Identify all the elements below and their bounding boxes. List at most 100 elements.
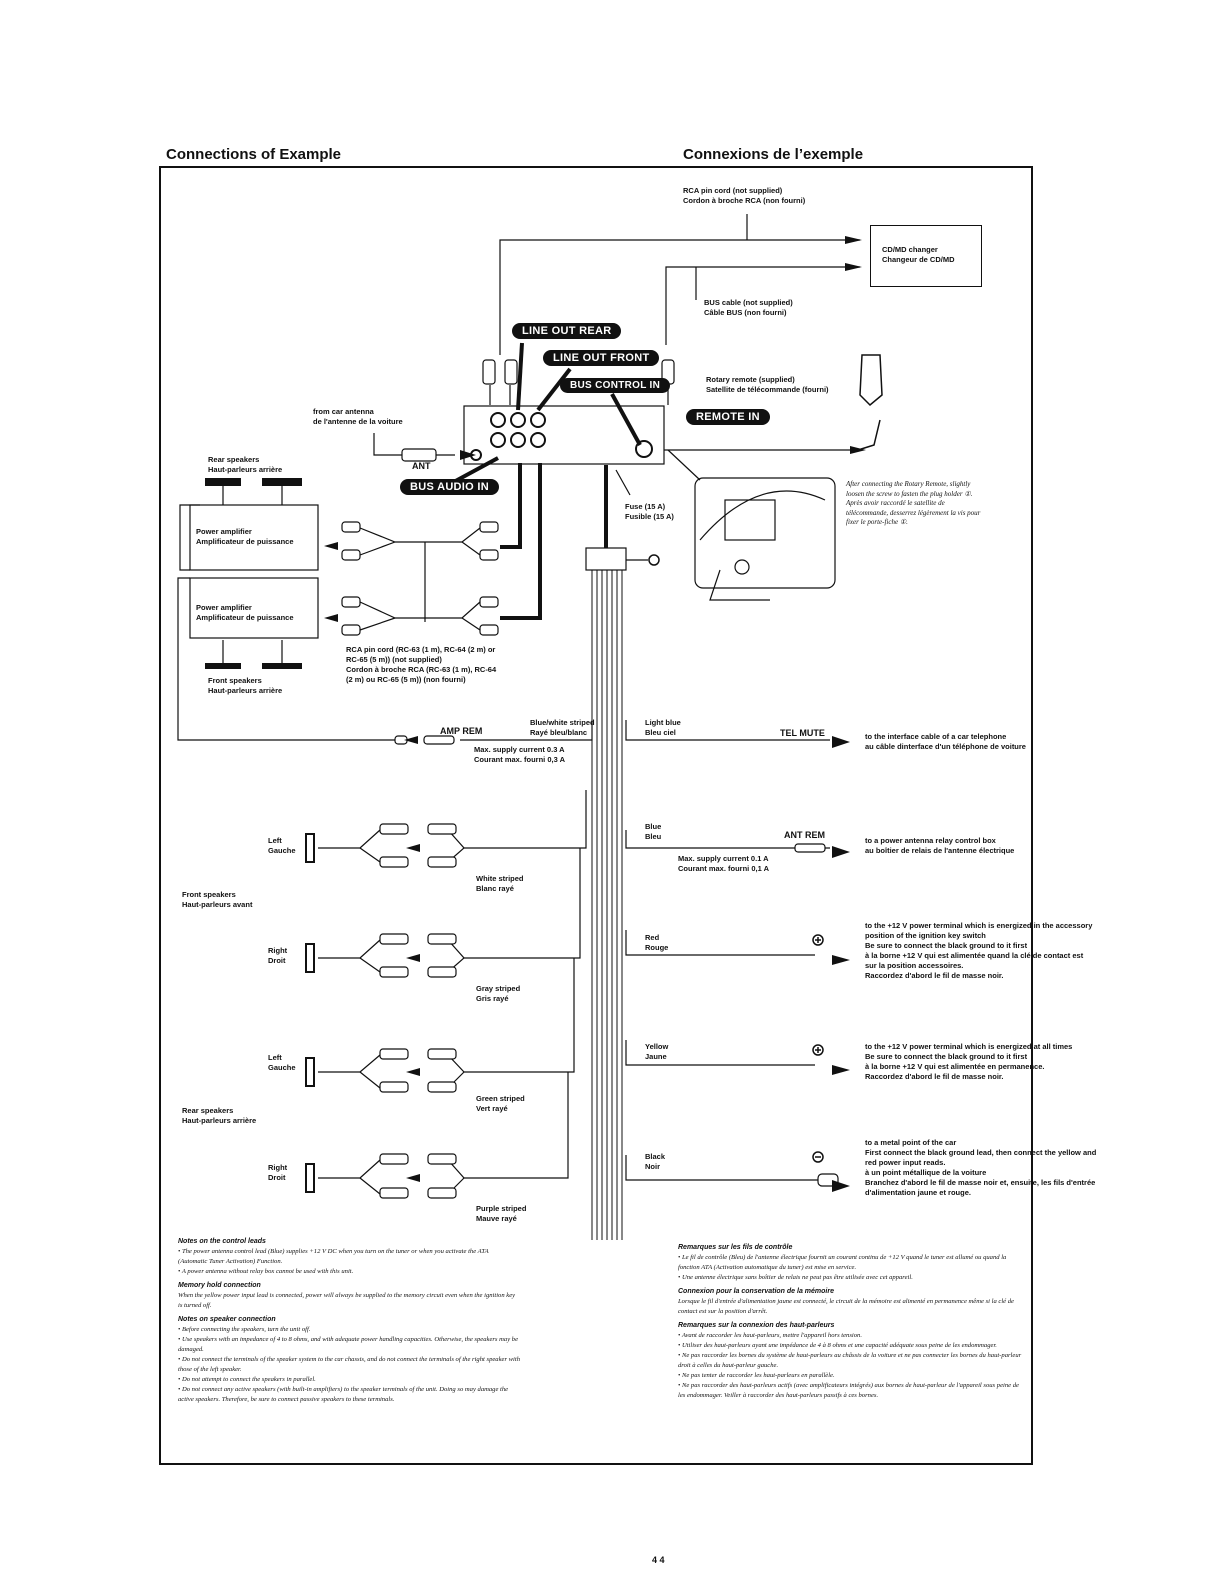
cdmd-changer-box <box>870 225 982 287</box>
gray-striped-en: Gray striped <box>476 984 521 993</box>
antenna-label-fr: de l'antenne de la voiture <box>313 417 403 426</box>
front-left-en: Left <box>268 836 282 845</box>
page-mark: 4 4 <box>652 1555 665 1565</box>
yellow-fr: Jaune <box>645 1052 667 1061</box>
notes-fr-h0: Remarques sur les fils de contrôle <box>678 1244 793 1251</box>
rca-amp-line-4: (2 m) ou RC-65 (5 m)) (non fourni) <box>346 675 466 684</box>
notes-fr-h1: Connexion pour la conservation de la mém… <box>678 1288 834 1295</box>
front-right-fr: Droit <box>268 956 286 965</box>
notes-en-2-2: damaged. <box>178 1346 204 1353</box>
amp-current-en: Max. supply current 0.3 A <box>474 745 565 754</box>
notes-fr-0-2: • Une antenne électrique sans boîtier de… <box>678 1274 913 1281</box>
rear-right-fr: Droit <box>268 1173 286 1182</box>
ant-label: ANT <box>412 461 431 471</box>
notes-fr-0-1: fonction ATA (Activation automatique du … <box>678 1264 857 1271</box>
black-dest-3: red power input reads. <box>865 1158 946 1167</box>
bus-control-in-label: BUS CONTROL IN <box>560 378 671 393</box>
red-dest-6: Raccordez d'abord le fil de masse noir. <box>865 971 1004 980</box>
notes-en-h2: Notes on speaker connection <box>178 1316 276 1323</box>
rotary-note-4: télécommande, desserrez légèrement la vi… <box>846 508 981 517</box>
rear-speakers-top-en: Rear speakers <box>208 455 260 464</box>
notes-en-2-7: active speakers. Therefore, be sure to c… <box>178 1396 395 1403</box>
front-speakers-top-fr: Haut-parleurs arrière <box>208 686 283 695</box>
rear-speakers-en: Rear speakers <box>182 1106 234 1115</box>
notes-fr-2-2: • Ne pas raccorder les bornes du système… <box>678 1352 1022 1359</box>
rotary-note-1: After connecting the Rotary Remote, slig… <box>846 480 971 488</box>
line-out-front-label: LINE OUT FRONT <box>543 350 660 366</box>
black-dest-4: à un point métallique de la voiture <box>865 1168 987 1177</box>
red-dest-1: to the +12 V power terminal which is ene… <box>865 921 1093 930</box>
rca-top-label-en: RCA pin cord (not supplied) <box>683 186 783 195</box>
notes-fr-2-6: les endommager. Veiller à raccorder des … <box>678 1392 879 1399</box>
rear-speakers-top-fr: Haut-parleurs arrière <box>208 465 283 474</box>
rca-amp-line-1: RCA pin cord (RC-63 (1 m), RC-64 (2 m) o… <box>346 645 496 654</box>
antenna-label-en: from car antenna <box>313 407 374 416</box>
notes-fr-2-5: • Ne pas raccorder des haut-parleurs act… <box>678 1382 1019 1389</box>
tel-dest-en: to the interface cable of a car telephon… <box>865 732 1007 741</box>
notes-fr-2-0: • Avant de raccorder les haut-parleurs, … <box>678 1332 862 1339</box>
front-left-fr: Gauche <box>268 846 296 855</box>
yellow-dest-3: à la borne +12 V qui est alimentée en pe… <box>865 1062 1045 1071</box>
heading-fr: Connexions de l’exemple <box>683 146 864 163</box>
notes-en-0-0: • The power antenna control lead (Blue) … <box>178 1248 489 1255</box>
power-amp-2-fr: Amplificateur de puissance <box>196 613 294 622</box>
red-dest-2: position of the ignition key switch <box>865 931 986 940</box>
heading-en: Connections of Example <box>166 146 342 163</box>
rear-left-fr: Gauche <box>268 1063 296 1072</box>
black-dest-1: to a metal point of the car <box>865 1138 957 1147</box>
light-blue-fr: Bleu ciel <box>645 728 676 737</box>
rca-amp-line-2: RC-65 (5 m)) (not supplied) <box>346 655 442 664</box>
notes-en-2-3: • Do not connect the terminals of the sp… <box>178 1356 521 1363</box>
rotary-note-2: loosen the screw to fasten the plug hold… <box>846 489 973 498</box>
red-dest-3: Be sure to connect the black ground to i… <box>865 941 1028 950</box>
green-striped-en: Green striped <box>476 1094 525 1103</box>
red-fr: Rouge <box>645 943 669 952</box>
bus-cable-label-fr: Câble BUS (non fourni) <box>704 308 787 317</box>
fuse-label-fr: Fusible (15 A) <box>625 512 674 521</box>
front-right-en: Right <box>268 946 288 955</box>
bus-audio-in-label: BUS AUDIO IN <box>400 479 499 495</box>
red-en: Red <box>645 933 660 942</box>
fuse-label-en: Fuse (15 A) <box>625 502 666 511</box>
notes-en-1-0: When the yellow power input lead is conn… <box>178 1292 516 1299</box>
notes-fr-1-1: contact est sur la position d'arrêt. <box>678 1308 768 1315</box>
black-fr: Noir <box>645 1162 660 1171</box>
red-dest-5: sur la position accessoires. <box>865 961 964 970</box>
amp-wire-en: Blue/white striped <box>530 718 595 727</box>
rotary-note-3: Après avoir raccordé le satellite de <box>846 499 945 507</box>
notes-fr-h2: Remarques sur la connexion des haut-parl… <box>678 1322 835 1329</box>
notes-en-h0: Notes on the control leads <box>178 1238 266 1245</box>
front-speakers-fr: Haut-parleurs avant <box>182 900 253 909</box>
blue-fr: Bleu <box>645 832 662 841</box>
notes-fr-1-0: Lorsque le fil d'entrée d'alimentation j… <box>678 1298 1014 1305</box>
rotary-remote-label-fr: Satellite de télécommande (fourni) <box>706 385 829 394</box>
purple-striped-fr: Mauve rayé <box>476 1214 517 1223</box>
red-dest-4: à la borne +12 V qui est alimentée quand… <box>865 951 1084 960</box>
ant-dest-en: to a power antenna relay control box <box>865 836 996 845</box>
rear-left-en: Left <box>268 1053 282 1062</box>
yellow-dest-4: Raccordez d'abord le fil de masse noir. <box>865 1072 1004 1081</box>
notes-en-1-1: is turned off. <box>178 1302 212 1309</box>
amp-current-fr: Courant max. fourni 0,3 A <box>474 755 565 764</box>
rotary-note-5: fixer le porte-fiche ①. <box>846 518 908 526</box>
black-dest-2: First connect the black ground lead, the… <box>865 1148 1097 1157</box>
power-amp-2-en: Power amplifier <box>196 603 252 612</box>
rear-speakers-fr: Haut-parleurs arrière <box>182 1116 257 1125</box>
notes-fr-0-0: • Le fil de contrôle (Bleu) de l'antenne… <box>678 1254 1007 1261</box>
white-striped-en: White striped <box>476 874 524 883</box>
remote-in-label: REMOTE IN <box>686 409 770 425</box>
ant-current-fr: Courant max. fourni 0,1 A <box>678 864 769 873</box>
rca-amp-line-3: Cordon à broche RCA (RC-63 (1 m), RC-64 <box>346 665 497 674</box>
yellow-dest-1: to the +12 V power terminal which is ene… <box>865 1042 1073 1051</box>
notes-en-2-1: • Use speakers with an impedance of 4 to… <box>178 1336 519 1343</box>
purple-striped-en: Purple striped <box>476 1204 527 1213</box>
yellow-dest-2: Be sure to connect the black ground to i… <box>865 1052 1028 1061</box>
power-amp-1-fr: Amplificateur de puissance <box>196 537 294 546</box>
amp-wire-fr: Rayé bleu/blanc <box>530 728 588 737</box>
yellow-en: Yellow <box>645 1042 669 1051</box>
ant-rem-label: ANT REM <box>784 830 825 840</box>
notes-en-2-5: • Do not attempt to connect the speakers… <box>178 1376 316 1383</box>
notes-en-h1: Memory hold connection <box>178 1282 261 1289</box>
cdmd-label-en: CD/MD changer <box>882 245 938 254</box>
